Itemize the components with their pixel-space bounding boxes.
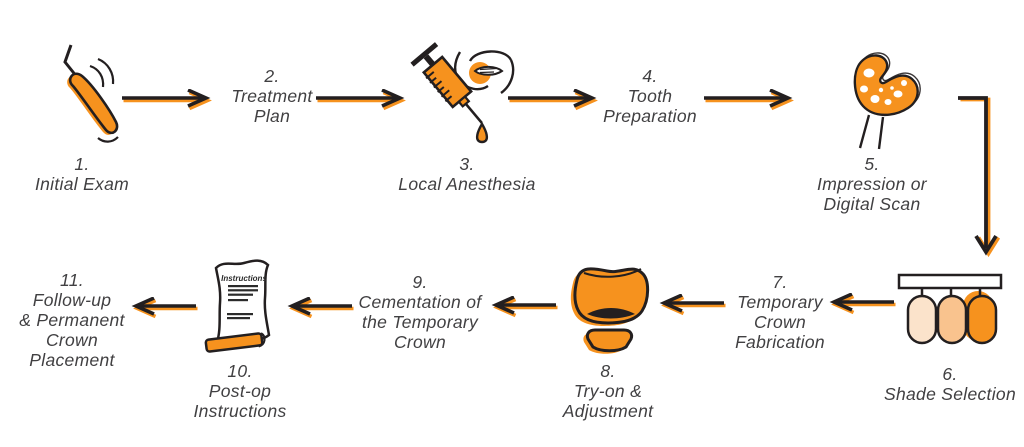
instructions-scroll-icon: Instructions xyxy=(204,259,271,353)
step-3-text: Local Anesthesia xyxy=(398,174,536,194)
step-9-number: 9. xyxy=(412,272,428,292)
flow-arrow-5-6 xyxy=(958,96,1000,258)
step-4-label: 4. Tooth Preparation xyxy=(570,66,730,126)
step-11-number: 11. xyxy=(60,270,84,290)
step-2-text: Treatment Plan xyxy=(231,86,313,126)
step-11-text: Follow-up & Permanent Crown Placement xyxy=(19,290,125,370)
flow-arrow-10-11 xyxy=(131,297,198,319)
step-5-label: 5. Impression or Digital Scan xyxy=(792,154,952,214)
step-1-number: 1. xyxy=(74,154,90,174)
flow-arrow-2-3 xyxy=(316,89,406,111)
step-3-label: 3. Local Anesthesia xyxy=(387,154,547,194)
flow-arrow-7-8 xyxy=(659,294,726,316)
step-2-number: 2. xyxy=(264,66,280,86)
step-10-number: 10. xyxy=(227,361,253,381)
step-3-number: 3. xyxy=(459,154,475,174)
step-6-number: 6. xyxy=(942,364,958,384)
step-5-number: 5. xyxy=(864,154,880,174)
flow-arrow-4-5 xyxy=(704,89,794,111)
flow-arrow-9-10 xyxy=(287,297,354,319)
step-7-text: Temporary Crown Fabrication xyxy=(735,292,825,352)
step-7-number: 7. xyxy=(772,272,788,292)
step-6-text: Shade Selection xyxy=(884,384,1016,404)
step-5-text: Impression or Digital Scan xyxy=(817,174,927,214)
step-1-text: Initial Exam xyxy=(34,174,130,194)
step-10-text: Post-op Instructions xyxy=(193,381,287,421)
step-11-label: 11. Follow-up & Permanent Crown Placemen… xyxy=(0,270,152,370)
flow-arrow-8-9 xyxy=(491,296,558,318)
step-8-number: 8. xyxy=(600,361,616,381)
impression-tray-icon xyxy=(853,52,921,150)
tooth-crown-icon xyxy=(570,267,650,354)
step-8-text: Try-on & Adjustment xyxy=(562,381,654,421)
scroll-instructions-title: Instructions xyxy=(221,274,267,283)
dental-probe-icon xyxy=(63,44,119,143)
step-9-label: 9. Cementation of the Temporary Crown xyxy=(340,272,500,352)
anesthesia-syringe-icon xyxy=(410,42,515,144)
step-10-label: 10. Post-op Instructions xyxy=(160,361,320,421)
step-8-label: 8. Try-on & Adjustment xyxy=(528,361,688,421)
flow-arrow-3-4 xyxy=(508,89,598,111)
step-2-label: 2. Treatment Plan xyxy=(192,66,352,126)
step-1-label: 1. Initial Exam xyxy=(2,154,162,194)
step-9-text: Cementation of the Temporary Crown xyxy=(358,292,482,352)
step-6-label: 6. Shade Selection xyxy=(870,364,1024,404)
step-4-text: Tooth Preparation xyxy=(603,86,697,126)
step-4-number: 4. xyxy=(642,66,658,86)
step-7-label: 7. Temporary Crown Fabrication xyxy=(700,272,860,352)
flow-arrow-6-7 xyxy=(829,293,896,315)
shade-guide-icon xyxy=(897,273,1003,345)
flow-arrow-1-2 xyxy=(122,89,212,111)
